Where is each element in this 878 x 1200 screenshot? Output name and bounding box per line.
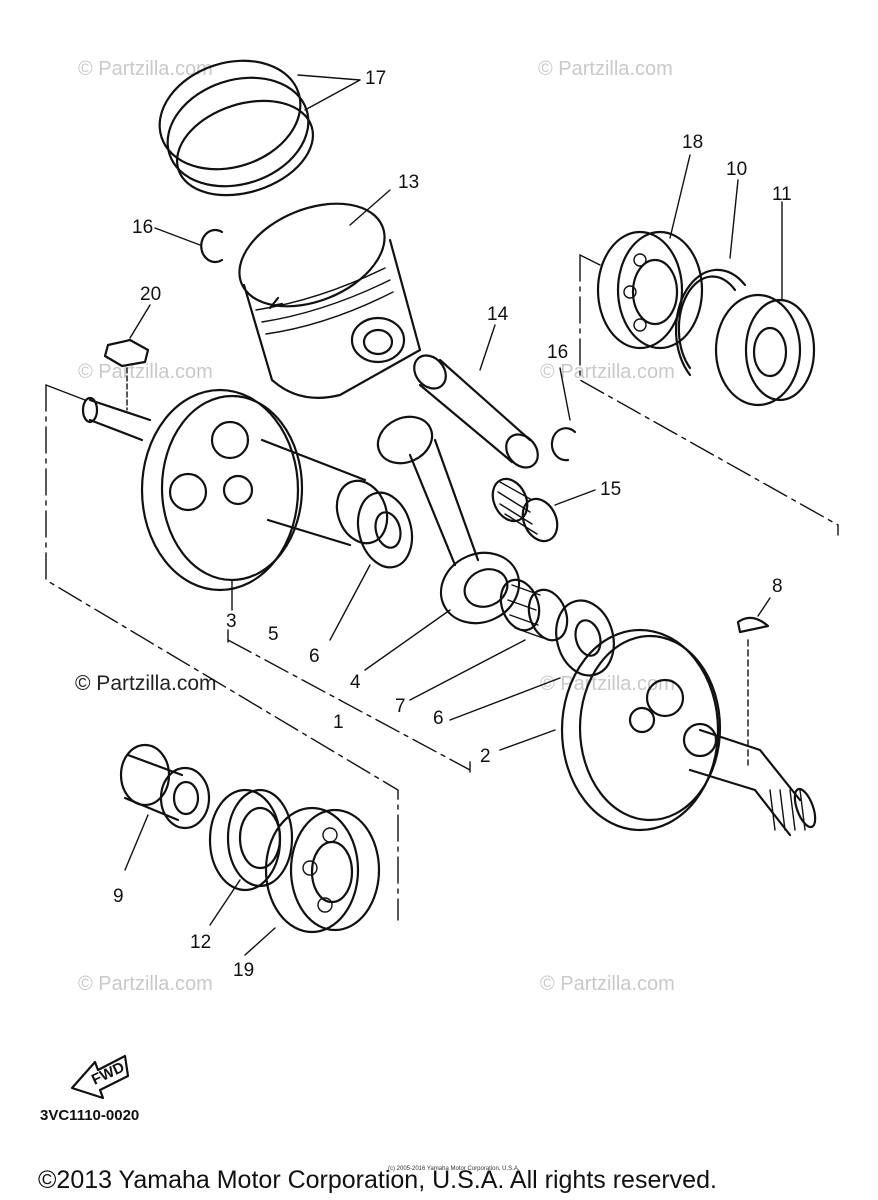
diagram-code: 3VC1110-0020 [40,1107,139,1124]
label-16: 16 [547,342,568,363]
small-copyright: (c) 2005-2016 Yamaha Motor Corporation, … [388,1166,520,1172]
oil-seal-right [714,201,816,407]
label-1: 1 [333,712,344,733]
bearing-left [244,806,381,956]
washer-right [449,599,615,721]
watermark: © Partzilla.com [78,973,213,995]
woodruff-key-8 [736,597,771,766]
label-19: 19 [233,960,254,981]
label-2: 2 [480,746,491,767]
bracket-crank [227,629,471,773]
label-5: 5 [268,624,279,645]
piston-rings [158,59,361,197]
label-3: 3 [226,611,237,632]
connecting-rod [364,415,521,671]
label-15: 15 [600,479,621,500]
label-6: 6 [433,708,444,729]
circlip-bearing [674,179,747,377]
label-10: 10 [726,159,747,180]
oil-seal-left [208,788,294,926]
piston-pin [413,324,539,469]
label-17: 17 [365,68,386,89]
needle-bearing-small [491,477,596,543]
label-4: 4 [350,672,361,693]
circlip-right [550,367,577,462]
label-12: 12 [190,932,211,953]
watermark: © Partzilla.com [540,973,675,995]
label-16: 16 [132,217,153,238]
label-8: 8 [772,576,783,597]
label-18: 18 [682,132,703,153]
label-11: 11 [772,184,792,205]
label-13: 13 [398,172,419,193]
bearing-right [596,154,704,350]
watermark: © Partzilla.com [540,361,675,383]
woodruff-key-20 [103,304,151,411]
piston [238,189,422,399]
label-7: 7 [395,696,406,717]
watermark: © Partzilla.com [78,58,213,80]
watermark: © Partzilla.com [78,361,213,383]
watermark: © Partzilla.com [538,58,673,80]
label-14: 14 [487,304,509,325]
copyright-footer: ©2013 Yamaha Motor Corporation, U.S.A. A… [38,1166,717,1194]
label-9: 9 [113,886,124,907]
bracket-right [579,254,839,536]
crank-right [499,628,817,837]
fwd-arrow-icon: FWD [70,1054,130,1100]
watermark: © Partzilla.com [75,672,217,695]
crank-left [81,388,389,611]
label-20: 20 [140,284,161,305]
washer-left [329,491,414,641]
label-6: 6 [309,646,320,667]
collar [119,743,211,871]
circlip-top [154,227,224,264]
bracket-left [45,384,399,921]
